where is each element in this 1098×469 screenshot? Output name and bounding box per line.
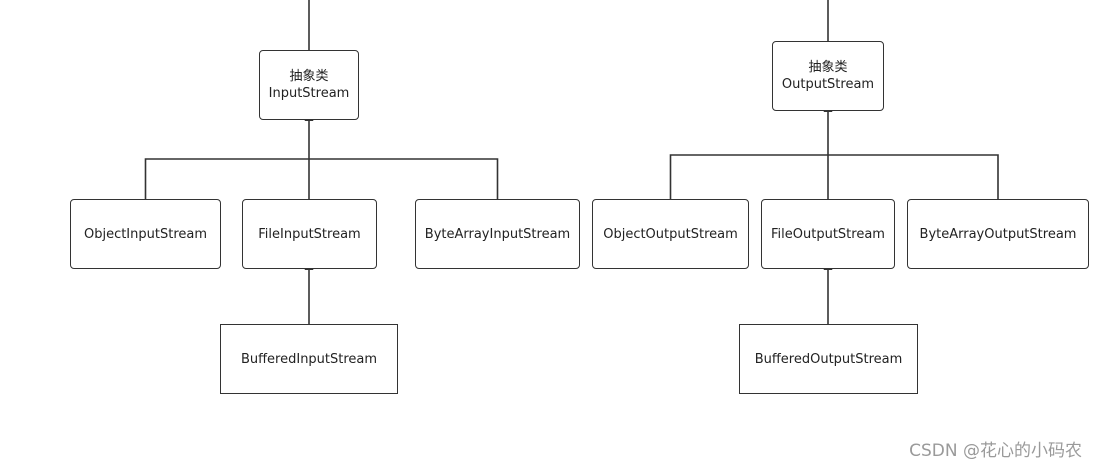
- abstract-outputstream-line2: OutputStream: [781, 77, 875, 92]
- output-children-bracket: [669, 154, 999, 199]
- bufferedoutputstream-node: BufferedOutputStream: [739, 324, 918, 394]
- abstract-outputstream-node: 抽象类 OutputStream: [772, 41, 884, 111]
- fileinputstream-label: FileInputStream: [258, 226, 361, 242]
- fileinputstream-node: FileInputStream: [242, 199, 377, 269]
- fileoutputstream-label: FileOutputStream: [771, 226, 885, 242]
- objectoutputstream-label: ObjectOutputStream: [603, 226, 738, 242]
- objectinputstream-node: ObjectInputStream: [70, 199, 221, 269]
- bufferedoutputstream-label: BufferedOutputStream: [754, 351, 903, 367]
- bytearrayoutputstream-node: ByteArrayOutputStream: [907, 199, 1089, 269]
- abstract-outputstream-line1: 抽象类: [808, 60, 848, 75]
- input-children-bracket: [144, 158, 499, 199]
- bytearrayinputstream-label: ByteArrayInputStream: [424, 226, 571, 242]
- objectinputstream-label: ObjectInputStream: [83, 226, 208, 242]
- bufferedinputstream-node: BufferedInputStream: [220, 324, 398, 394]
- bufferedinputstream-label: BufferedInputStream: [240, 351, 378, 367]
- fileoutputstream-node: FileOutputStream: [761, 199, 895, 269]
- abstract-inputstream-line2: InputStream: [268, 86, 350, 101]
- bytearrayoutputstream-label: ByteArrayOutputStream: [919, 226, 1077, 242]
- objectoutputstream-node: ObjectOutputStream: [592, 199, 749, 269]
- watermark-text: CSDN @花心的小码农: [909, 441, 1082, 461]
- abstract-inputstream-line1: 抽象类: [289, 69, 329, 84]
- bytearrayinputstream-node: ByteArrayInputStream: [415, 199, 580, 269]
- abstract-inputstream-node: 抽象类 InputStream: [259, 50, 359, 120]
